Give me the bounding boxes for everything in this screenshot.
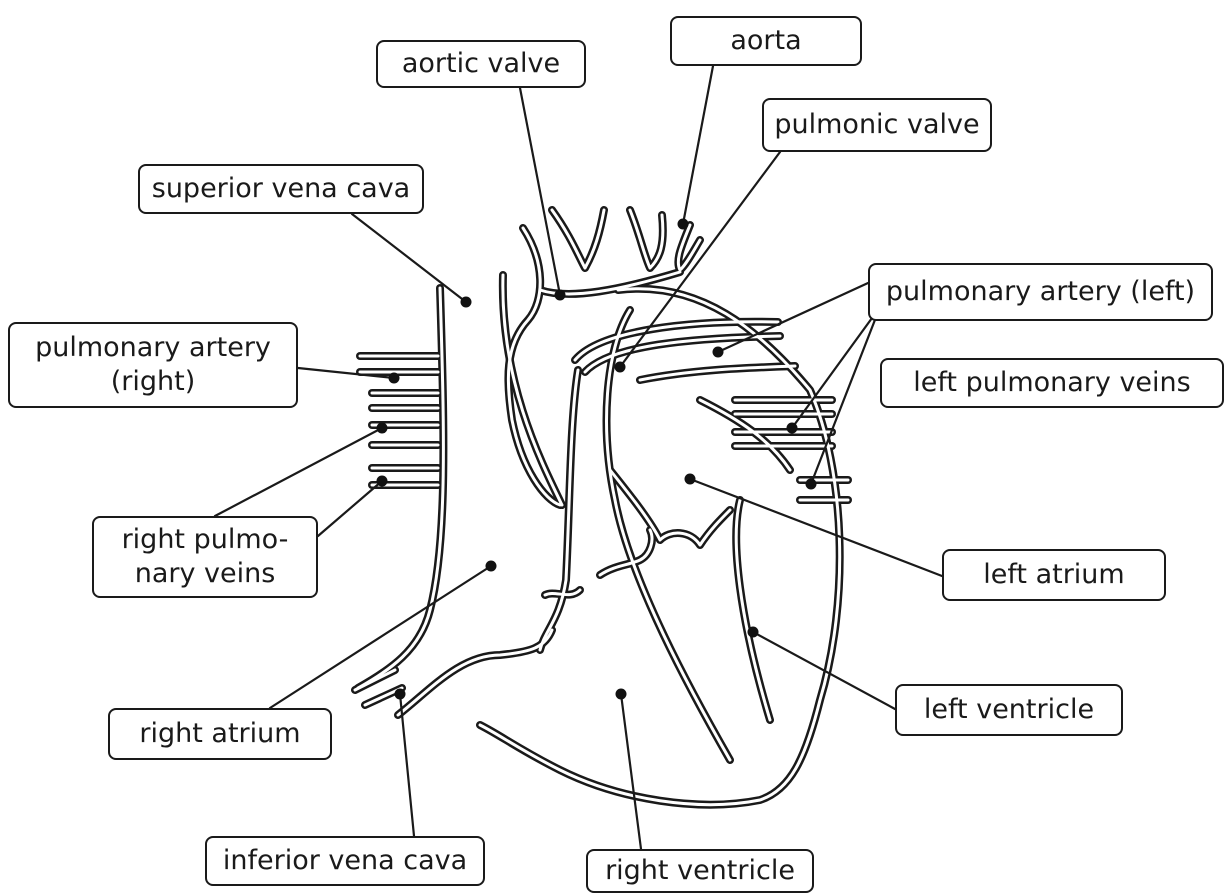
dot-left-atrium: [685, 474, 696, 485]
label-pulmonary-artery-left: pulmonary artery (left): [868, 263, 1213, 321]
label-pulmonic-valve: pulmonic valve: [762, 98, 992, 152]
leader-left-pulmonary-veins-2: [811, 307, 880, 484]
dot-right-ventricle: [616, 689, 627, 700]
leader-left-atrium: [690, 479, 942, 576]
dot-left-pulmonary-veins-1: [787, 423, 798, 434]
leader-right-ventricle: [621, 694, 641, 849]
label-pulmonary-artery-left-text: pulmonary artery (left): [886, 275, 1195, 309]
dot-superior-vena-cava: [461, 297, 472, 308]
dot-right-pulmonary-veins-2: [377, 476, 388, 487]
leader-inferior-vena-cava: [400, 694, 414, 836]
label-right-pulmonary-veins-line1: right pulmo-: [122, 523, 289, 557]
label-left-ventricle-text: left ventricle: [924, 693, 1094, 727]
dot-right-atrium: [486, 561, 497, 572]
label-right-pulmonary-veins: right pulmo- nary veins: [92, 516, 318, 598]
label-left-ventricle: left ventricle: [895, 684, 1123, 736]
dot-inferior-vena-cava: [395, 689, 406, 700]
dot-pulmonary-artery-right: [389, 373, 400, 384]
dot-left-ventricle: [748, 627, 759, 638]
leader-right-pulmonary-veins-2: [318, 481, 382, 536]
label-left-pulmonary-veins-text: left pulmonary veins: [913, 366, 1190, 400]
label-right-ventricle-text: right ventricle: [605, 854, 795, 888]
dot-aortic-valve: [555, 290, 566, 301]
dot-left-pulmonary-veins-2: [806, 479, 817, 490]
label-pulmonary-artery-right-line2: (right): [111, 365, 196, 399]
label-inferior-vena-cava: inferior vena cava: [205, 836, 485, 886]
label-superior-vena-cava: superior vena cava: [138, 164, 424, 214]
label-aortic-valve-text: aortic valve: [402, 47, 560, 81]
label-aortic-valve: aortic valve: [376, 40, 586, 88]
leader-left-pulmonary-veins-1: [792, 307, 880, 428]
dot-pulmonic-valve: [615, 362, 626, 373]
label-pulmonary-artery-right-line1: pulmonary artery: [35, 331, 271, 365]
label-right-atrium: right atrium: [108, 708, 332, 760]
label-right-atrium-text: right atrium: [139, 717, 300, 751]
label-left-atrium-text: left atrium: [983, 558, 1124, 592]
leader-superior-vena-cava: [352, 214, 466, 302]
label-right-ventricle: right ventricle: [586, 849, 814, 893]
label-left-atrium: left atrium: [942, 549, 1166, 601]
label-aorta: aorta: [670, 16, 862, 66]
heart-outline: [355, 210, 848, 805]
label-pulmonary-artery-right: pulmonary artery (right): [8, 322, 298, 408]
dot-right-pulmonary-veins-1: [377, 423, 388, 434]
dot-pulmonary-artery-left: [713, 347, 724, 358]
leader-pulmonary-artery-left: [718, 283, 868, 352]
label-inferior-vena-cava-text: inferior vena cava: [223, 844, 467, 878]
dot-aorta: [678, 219, 689, 230]
label-pulmonic-valve-text: pulmonic valve: [774, 108, 979, 142]
leader-aorta: [683, 66, 713, 224]
label-right-pulmonary-veins-line2: nary veins: [135, 557, 276, 591]
label-superior-vena-cava-text: superior vena cava: [152, 172, 410, 206]
label-aorta-text: aorta: [730, 24, 801, 58]
label-left-pulmonary-veins: left pulmonary veins: [880, 358, 1224, 408]
